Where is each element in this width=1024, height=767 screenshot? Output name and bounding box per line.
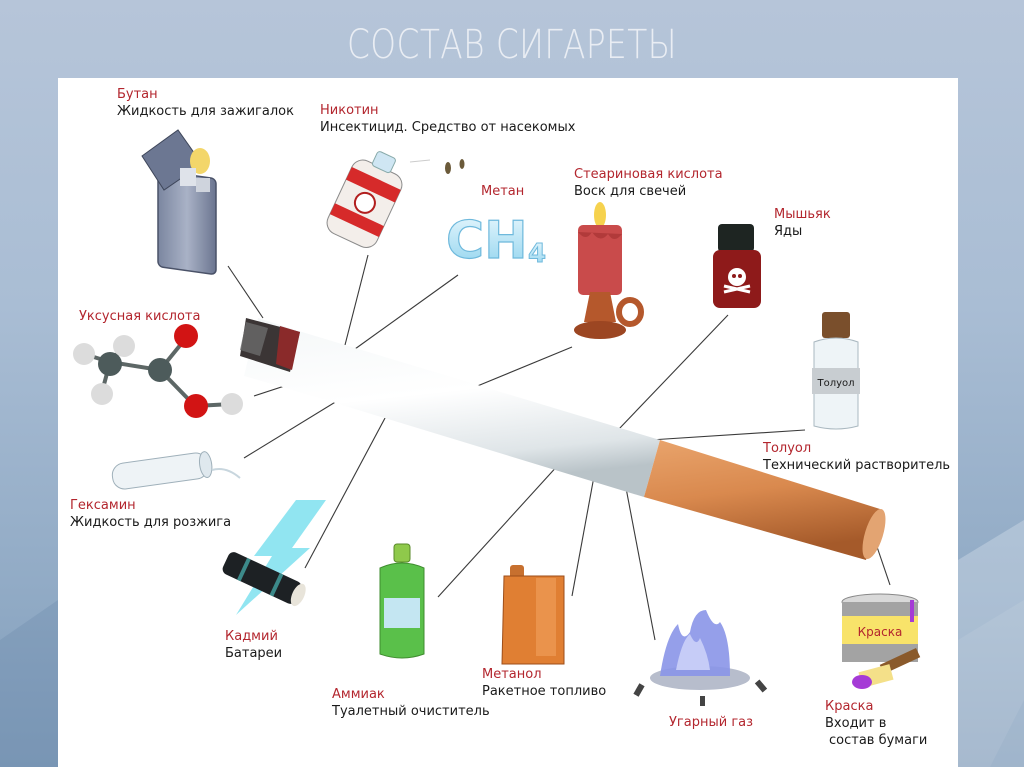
- component-desc: Туалетный очиститель: [332, 704, 490, 719]
- component-name: Метанол: [482, 667, 542, 682]
- label-methanol: Метанол Ракетное топливо: [482, 666, 606, 700]
- cleaner-bottle-icon: [379, 543, 425, 659]
- cigarette-icon: [240, 318, 886, 560]
- test-tube-icon: [111, 451, 213, 490]
- label-acetic-acid: Уксусная кислота: [79, 308, 200, 325]
- gas-burner-icon: [633, 610, 768, 706]
- component-desc: Жидкость для зажигалок: [117, 104, 294, 119]
- poison-bottle-icon: [713, 224, 761, 308]
- label-arsenic: Мышьяк Яды: [774, 206, 831, 240]
- component-desc: Инсектицид. Средство от насекомых: [320, 120, 576, 135]
- svg-text:CH: CH: [446, 211, 528, 271]
- cigarette-diagram: CH 4 Толуол: [73, 129, 921, 706]
- candle-icon: [574, 202, 644, 339]
- label-cadmium: Кадмий Батареи: [225, 628, 282, 662]
- slide-title: СОСТАВ СИГАРЕТЫ: [346, 22, 677, 68]
- canister-icon: [501, 565, 565, 665]
- atoms: [73, 324, 243, 418]
- component-name: Никотин: [320, 103, 379, 118]
- component-name: Метан: [481, 184, 525, 199]
- svg-text:Толуол: Толуол: [816, 378, 854, 389]
- component-desc: Яды: [774, 224, 803, 239]
- component-name: Толуол: [763, 441, 812, 456]
- insects-icon: [445, 159, 465, 174]
- component-desc: Жидкость для розжига: [70, 515, 232, 530]
- component-name: Бутан: [117, 87, 158, 102]
- label-methane: Метан: [481, 183, 524, 200]
- component-desc: Технический растворитель: [763, 458, 951, 473]
- label-toluene: Толуол Технический растворитель: [763, 440, 950, 474]
- component-name: Угарный газ: [669, 715, 754, 730]
- label-hexamine: Гексамин Жидкость для розжига: [70, 497, 231, 531]
- component-name: Стеариновая кислота: [574, 167, 723, 182]
- label-paint: Краска Входит в состав бумаги: [825, 698, 927, 749]
- ch4-formula-icon: CH 4: [445, 210, 546, 271]
- component-desc: Входит в: [825, 716, 887, 731]
- component-name: Краска: [825, 699, 874, 714]
- component-name: Аммиак: [332, 687, 385, 702]
- component-desc: состав бумаги: [829, 733, 928, 748]
- component-desc: Батареи: [225, 646, 283, 661]
- component-desc: Ракетное топливо: [482, 684, 607, 699]
- component-name: Кадмий: [225, 629, 278, 644]
- battery-icon: [222, 552, 306, 607]
- lighter-icon: [141, 129, 217, 275]
- label-nicotine: Никотин Инсектицид. Средство от насекомы…: [320, 102, 575, 136]
- label-butane: Бутан Жидкость для зажигалок: [117, 86, 294, 120]
- svg-text:Краска: Краска: [858, 625, 903, 639]
- svg-text:4: 4: [528, 239, 546, 269]
- component-name: Уксусная кислота: [79, 309, 201, 324]
- label-ammonia: Аммиак Туалетный очиститель: [332, 686, 490, 720]
- diagram-panel: CH 4 Толуол: [58, 78, 958, 767]
- component-name: Гексамин: [70, 498, 136, 513]
- label-stearic-acid: Стеариновая кислота Воск для свечей: [574, 166, 723, 200]
- toluene-bottle-icon: Толуол: [812, 312, 860, 430]
- insecticide-spray-icon: [326, 151, 403, 248]
- component-name: Мышьяк: [774, 207, 831, 222]
- paint-can-icon: Краска: [841, 593, 921, 689]
- component-desc: Воск для свечей: [574, 184, 687, 199]
- label-carbon-monoxide: Угарный газ: [669, 714, 753, 731]
